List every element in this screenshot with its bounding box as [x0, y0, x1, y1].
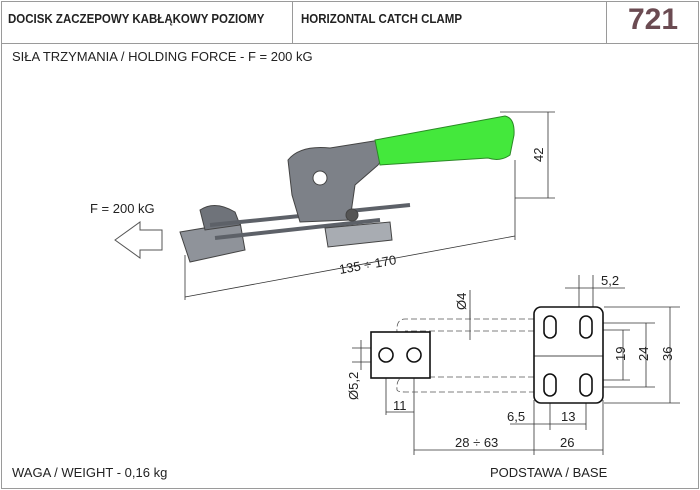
dim-offset: 6,5 — [507, 409, 525, 424]
header-divider — [1, 43, 698, 44]
dim-range: 28 ÷ 63 — [455, 435, 498, 450]
title-english: HORIZONTAL CATCH CLAMP — [301, 12, 462, 26]
length-dimension: 135 ÷ 170 — [338, 252, 397, 277]
force-arrow-icon — [114, 221, 163, 259]
dim-hole-diameter: Ø5,2 — [346, 372, 361, 400]
dim-base-width: 26 — [560, 435, 574, 450]
height-dimension: 42 — [531, 148, 546, 162]
header-cell-divider — [606, 1, 607, 43]
product-number: 721 — [628, 3, 679, 36]
dim-slot-width: 5,2 — [601, 273, 619, 288]
hook-hidden-lines — [396, 318, 534, 393]
title-polish: DOCISK ZACZEPOWY KABŁĄKOWY POZIOMY — [8, 12, 265, 26]
dim-24: 24 — [636, 347, 651, 361]
force-label: F = 200 kG — [90, 201, 155, 216]
dimension-lines — [184, 111, 680, 455]
dim-hole-spacing: 11 — [393, 398, 407, 413]
dim-36: 36 — [660, 347, 675, 361]
header-cell-divider — [292, 1, 293, 43]
clamp-illustration — [179, 115, 515, 263]
hook-plate — [370, 331, 431, 379]
dim-slot-spacing: 13 — [561, 409, 575, 424]
holding-force-subtitle: SIŁA TRZYMANIA / HOLDING FORCE - F = 200… — [12, 49, 313, 64]
base-label: PODSTAWA / BASE — [490, 465, 608, 480]
weight-label: WAGA / WEIGHT - 0,16 kg — [12, 465, 168, 480]
base-plate — [533, 306, 604, 404]
dim-19: 19 — [613, 347, 628, 361]
dim-hook-hole: Ø4 — [454, 293, 469, 310]
